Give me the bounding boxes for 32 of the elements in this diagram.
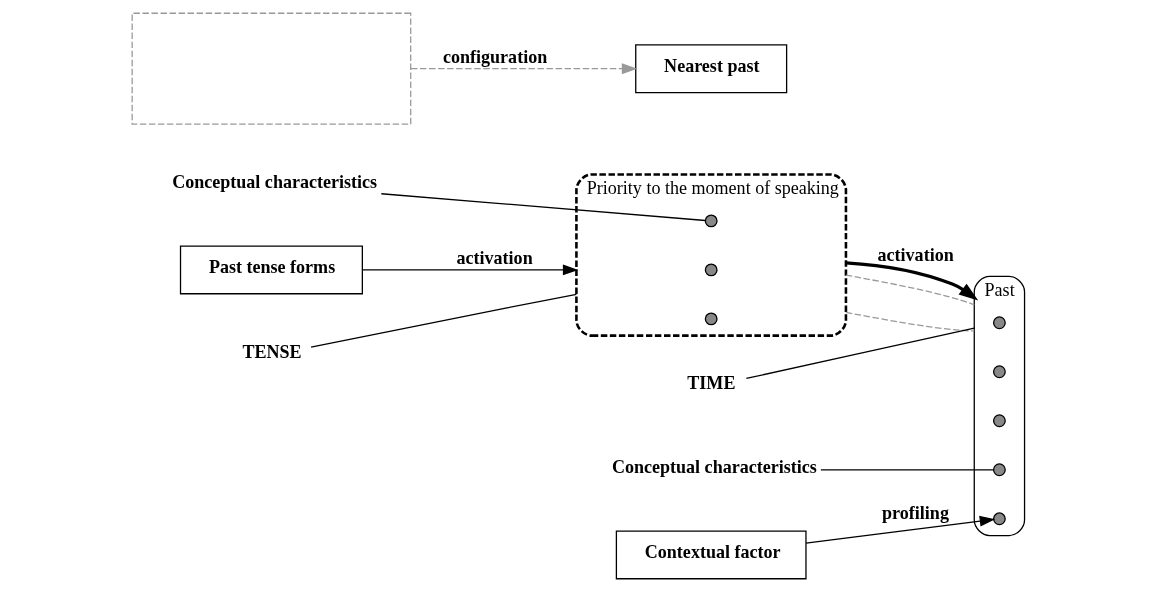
node-text: TIME xyxy=(687,373,736,394)
arrow xyxy=(845,261,979,301)
connector xyxy=(820,469,994,471)
edge-label: activation xyxy=(877,245,954,266)
node-box: Contextual factor xyxy=(615,530,807,580)
cluster: Priority to the moment of speaking xyxy=(575,173,848,337)
arrow xyxy=(362,264,579,276)
node-circle xyxy=(704,263,718,277)
edge-label: profiling xyxy=(882,503,949,524)
node-text: Conceptual characteristics xyxy=(611,457,817,478)
node-circle xyxy=(992,512,1006,526)
connector xyxy=(745,327,975,380)
edge-label: configuration xyxy=(442,46,548,67)
node-circle xyxy=(704,214,718,228)
connector xyxy=(310,293,578,348)
node-text: TENSE xyxy=(242,342,302,363)
node-circle xyxy=(992,414,1006,428)
arrow xyxy=(805,515,996,544)
connector xyxy=(845,274,975,306)
edge-label: activation xyxy=(456,247,533,268)
arrow xyxy=(410,63,638,75)
node-box xyxy=(131,12,412,125)
node-box: Past tense forms xyxy=(179,245,363,295)
node-circle xyxy=(704,312,718,326)
node-box: Nearest past xyxy=(635,44,788,94)
connector xyxy=(380,193,706,222)
node-circle xyxy=(992,365,1006,379)
node-circle xyxy=(992,316,1006,330)
node-circle xyxy=(992,463,1006,477)
node-text: Conceptual characteristics xyxy=(172,172,378,193)
connector xyxy=(845,311,975,332)
cluster: Past xyxy=(973,275,1026,537)
